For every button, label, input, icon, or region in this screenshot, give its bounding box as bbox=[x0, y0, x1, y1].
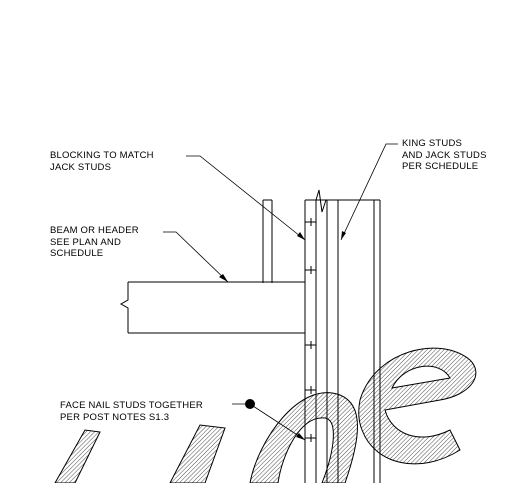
note-blocking-line-2: JACK STUDS bbox=[50, 161, 112, 173]
leader-king-jack bbox=[340, 143, 398, 241]
note-beam-line-3: SCHEDULE bbox=[50, 248, 104, 259]
note-face-line-2: PER POST NOTES S1.3 bbox=[60, 411, 170, 423]
note-king-line-2: AND JACK STUDS bbox=[402, 149, 487, 161]
break-mark-top bbox=[315, 189, 327, 213]
leader-lines bbox=[163, 143, 398, 441]
watermark-graphic bbox=[54, 347, 477, 483]
break-mark-beam bbox=[119, 282, 129, 333]
note-blocking: BLOCKING TO MATCH JACK STUDS bbox=[50, 150, 154, 173]
stud-assembly bbox=[262, 189, 381, 483]
note-king-line-1: KING STUDS bbox=[402, 138, 463, 149]
note-king-jack-studs: KING STUDS AND JACK STUDS PER SCHEDULE bbox=[402, 138, 487, 173]
note-beam-line-1: BEAM OR HEADER bbox=[50, 225, 139, 236]
note-beam-header: BEAM OR HEADER SEE PLAN AND SCHEDULE bbox=[50, 225, 139, 260]
note-face-nail: FACE NAIL STUDS TOGETHER PER POST NOTES … bbox=[60, 400, 203, 423]
leader-dot bbox=[245, 399, 255, 409]
note-king-line-3: PER SCHEDULE bbox=[402, 161, 479, 172]
note-face-line-1: FACE NAIL STUDS TOGETHER bbox=[60, 400, 203, 411]
note-blocking-line-1: BLOCKING TO MATCH bbox=[50, 150, 154, 161]
leader-beam bbox=[163, 231, 229, 283]
nail-marks bbox=[305, 218, 316, 442]
leader-blocking bbox=[186, 155, 306, 241]
beam-header bbox=[119, 281, 305, 334]
note-beam-line-2: SEE PLAN AND bbox=[50, 236, 122, 248]
